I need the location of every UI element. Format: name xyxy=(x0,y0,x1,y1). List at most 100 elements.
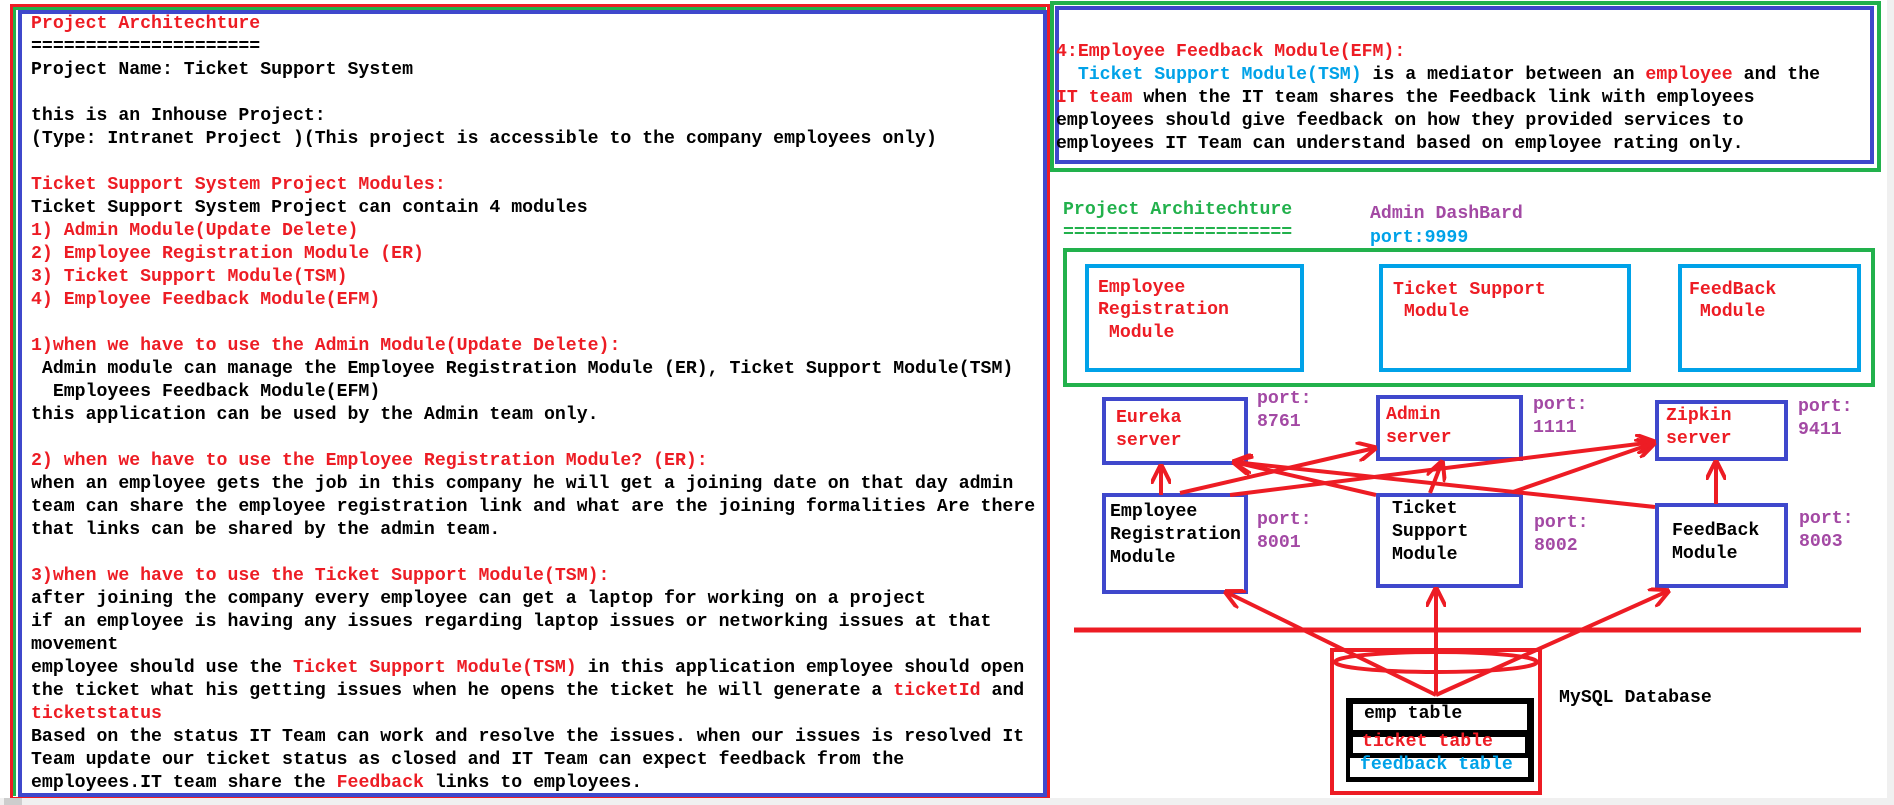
text-segment: Ticket Support Module(TSM) xyxy=(292,658,577,678)
text-line: ===================== xyxy=(31,36,1043,59)
port-label: port: xyxy=(1257,389,1312,409)
text-line: IT team when the IT team shares the Feed… xyxy=(1056,87,1820,110)
text-segment: movement xyxy=(31,635,119,655)
efm-panel-outer-frame xyxy=(1050,1,1881,172)
text-segment: Ticket Support Module(TSM) xyxy=(1077,65,1362,85)
port-label: port: xyxy=(1799,509,1854,529)
text-line: 3)when we have to use the Ticket Support… xyxy=(31,565,1043,588)
text-line: employees should give feedback on how th… xyxy=(1056,110,1820,133)
dashboard-module-label: Module xyxy=(1689,302,1765,322)
text-segment: Ticket Support System Project can contai… xyxy=(31,198,588,218)
server-label: Eureka xyxy=(1116,408,1182,428)
text-line: when an employee gets the job in this co… xyxy=(31,473,1043,496)
text-segment: when the IT team shares the Feedback lin… xyxy=(1132,88,1755,108)
text-line: 2) when we have to use the Employee Regi… xyxy=(31,450,1043,473)
port-number: 1111 xyxy=(1533,418,1577,438)
text-segment: Employees Feedback Module(EFM) xyxy=(31,382,381,402)
ticket-table-row xyxy=(1353,737,1525,753)
left-panel-green-frame xyxy=(13,7,1046,796)
left-panel-notes: Project Architechture===================… xyxy=(31,13,1043,795)
module-label: Ticket xyxy=(1392,499,1458,519)
text-line: this application can be used by the Admi… xyxy=(31,404,1043,427)
text-segment: ===================== xyxy=(31,37,261,57)
text-line: this is an Inhouse Project: xyxy=(31,105,1043,128)
horizontal-scrollbar-thumb[interactable] xyxy=(4,798,22,805)
dashboard-module-label: Registration xyxy=(1098,300,1229,320)
text-line: Ticket Support System Project Modules: xyxy=(31,174,1043,197)
module-label: Employee xyxy=(1110,502,1197,522)
server-label: Zipkin xyxy=(1666,406,1732,426)
text-segment: and the xyxy=(1732,65,1821,85)
text-segment: Based on the status IT Team can work and… xyxy=(31,727,1025,747)
text-line: employees IT Team can understand based o… xyxy=(1056,133,1820,156)
text-line: Project Architechture xyxy=(31,13,1043,36)
port-number: 8761 xyxy=(1257,412,1301,432)
text-line: Employees Feedback Module(EFM) xyxy=(31,381,1043,404)
text-segment: (Type: Intranet Project )(This project i… xyxy=(31,129,937,149)
text-segment: if an employee is having any issues rega… xyxy=(31,612,992,632)
vertical-scrollbar[interactable] xyxy=(1887,0,1894,798)
text-segment: employee should use the xyxy=(31,658,293,678)
text-line: Ticket Support System Project can contai… xyxy=(31,197,1043,220)
efm-panel-frame xyxy=(1055,6,1874,164)
emp-table-row xyxy=(1353,704,1527,730)
port-label: port: xyxy=(1257,510,1312,530)
text-segment: IT team xyxy=(1056,88,1133,108)
dashboard-module-label: Ticket Support xyxy=(1393,280,1546,300)
port-number: 8002 xyxy=(1534,536,1578,556)
module-label: FeedBack xyxy=(1672,521,1759,541)
text-segment: employees IT Team can understand based o… xyxy=(1056,134,1744,154)
text-line: 1) Admin Module(Update Delete) xyxy=(31,220,1043,243)
text-segment: is a mediator between an xyxy=(1361,65,1646,85)
port-label: port: xyxy=(1798,397,1853,417)
dashboard-module-box-feedback xyxy=(1678,264,1861,372)
text-segment: 2) Employee Registration Module (ER) xyxy=(31,244,424,264)
text-segment: 4) Employee Feedback Module(EFM) xyxy=(31,290,381,310)
eureka-server-box xyxy=(1102,397,1248,465)
text-segment: 3) Ticket Support Module(TSM) xyxy=(31,267,348,287)
ticket-table-label: ticket table xyxy=(1362,732,1493,752)
text-segment: employee xyxy=(1645,65,1733,85)
server-label: server xyxy=(1386,428,1452,448)
text-segment: Team update our ticket status as closed … xyxy=(31,750,905,770)
text-line: movement xyxy=(31,634,1043,657)
text-segment: employees should give feedback on how th… xyxy=(1056,111,1744,131)
database-cylinder-top xyxy=(1333,650,1539,674)
server-label: server xyxy=(1116,431,1182,451)
text-line: after joining the company every employee… xyxy=(31,588,1043,611)
port-number: 8001 xyxy=(1257,533,1301,553)
text-segment: this application can be used by the Admi… xyxy=(31,405,599,425)
text-segment: 1)when we have to use the Admin Module(U… xyxy=(31,336,621,356)
text-line: if an employee is having any issues rega… xyxy=(31,611,1043,634)
module-label: Support xyxy=(1392,522,1468,542)
text-segment: that links can be shared by the admin te… xyxy=(31,520,501,540)
efm-panel-notes: 4:Employee Feedback Module(EFM): Ticket … xyxy=(1056,41,1820,156)
dashboard-module-box-tsm xyxy=(1379,264,1631,372)
text-line: Project Name: Ticket Support System xyxy=(31,59,1043,82)
text-segment: Admin module can manage the Employee Reg… xyxy=(31,359,1014,379)
text-segment: this is an Inhouse Project: xyxy=(31,106,326,126)
text-line: that links can be shared by the admin te… xyxy=(31,519,1043,542)
module-label: Module xyxy=(1110,548,1176,568)
horizontal-scrollbar[interactable] xyxy=(0,798,1894,805)
server-label: Admin xyxy=(1386,405,1441,425)
port-label: port: xyxy=(1534,513,1589,533)
text-segment: 4:Employee Feedback Module(EFM): xyxy=(1056,42,1406,62)
text-line: Admin module can manage the Employee Reg… xyxy=(31,358,1043,381)
text-line: employees.IT team share the Feedback lin… xyxy=(31,772,1043,795)
text-segment: Feedback xyxy=(336,773,424,793)
text-line: (Type: Intranet Project )(This project i… xyxy=(31,128,1043,151)
admin-server-box xyxy=(1376,395,1523,461)
feedback-table-label: feedback table xyxy=(1360,755,1513,775)
text-line: 4:Employee Feedback Module(EFM): xyxy=(1056,41,1820,64)
module-label: Registration xyxy=(1110,525,1241,545)
text-segment: employees.IT team share the xyxy=(31,773,337,793)
text-segment: Project Name: Ticket Support System xyxy=(31,60,413,80)
text-line: 4) Employee Feedback Module(EFM) xyxy=(31,289,1043,312)
text-line: Based on the status IT Team can work and… xyxy=(31,726,1043,749)
module-label: Module xyxy=(1392,545,1458,565)
text-segment: when an employee gets the job in this co… xyxy=(31,474,1014,494)
text-line: Ticket Support Module(TSM) is a mediator… xyxy=(1056,64,1820,87)
arrow-feedback-to-eureka xyxy=(1234,462,1656,509)
